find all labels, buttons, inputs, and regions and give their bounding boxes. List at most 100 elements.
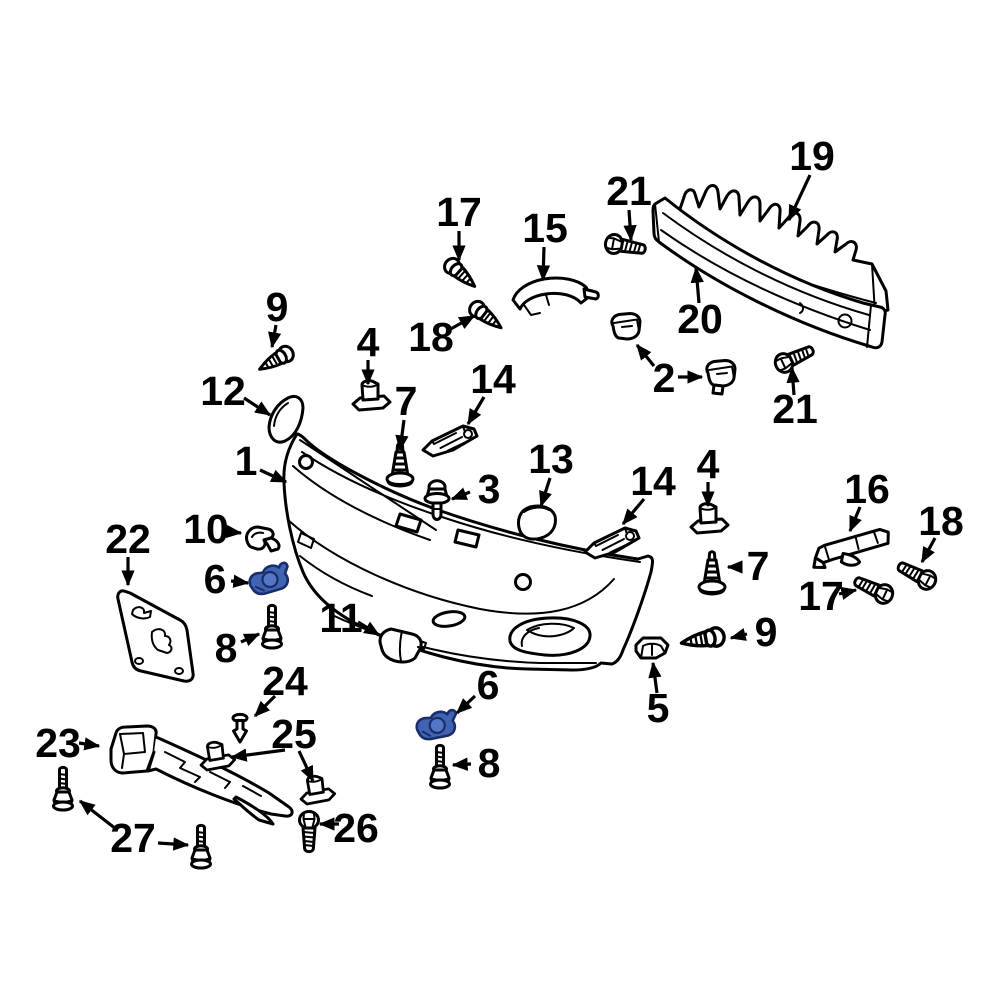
part-15-bracket <box>511 276 600 316</box>
part-11-cover <box>378 627 427 664</box>
part-17-bolt <box>849 570 898 608</box>
arrow-8-left <box>240 632 261 647</box>
arrow-6-left <box>230 574 250 588</box>
callout-26: 26 <box>333 805 379 851</box>
part-9-screw <box>254 342 298 378</box>
arrow-23 <box>78 737 101 751</box>
part-27-screw <box>52 765 74 812</box>
part-18-bolt <box>893 555 941 594</box>
callout-23: 23 <box>35 720 81 766</box>
part-20-impact-bar <box>651 196 887 350</box>
part-13-cover <box>516 504 557 541</box>
callout-17-top: 17 <box>436 189 482 235</box>
arrow-7-left <box>395 419 409 452</box>
arrow-19 <box>787 174 812 222</box>
callout-5: 5 <box>647 685 670 731</box>
arrow-17-right <box>838 586 858 600</box>
arrow-12 <box>243 396 272 417</box>
callout-16: 16 <box>844 466 890 512</box>
callout-20: 20 <box>677 296 723 342</box>
arrow-9-right <box>729 627 748 641</box>
arrow-9-left <box>268 324 282 349</box>
part-7-grommet <box>385 442 415 488</box>
callout-10: 10 <box>183 506 229 552</box>
callout-2: 2 <box>653 355 676 401</box>
part-14-bracket <box>583 526 641 560</box>
part-21-bolt <box>602 231 649 261</box>
part-21-bolt <box>770 339 819 377</box>
callout-9-right: 9 <box>755 609 778 655</box>
callout-24: 24 <box>262 658 308 704</box>
arrow-13 <box>539 477 552 508</box>
callout-22: 22 <box>105 516 151 562</box>
part-16-bracket <box>812 527 890 569</box>
callout-4-left: 4 <box>357 319 380 365</box>
arrow-25-b <box>297 750 315 783</box>
arrow-1 <box>259 468 288 484</box>
callout-21-top: 21 <box>606 168 652 214</box>
part-24-rivet <box>231 712 249 744</box>
callout-7-right: 7 <box>747 543 770 589</box>
arrow-3 <box>450 487 471 501</box>
callout-3: 3 <box>478 466 501 512</box>
part-4-clip <box>351 379 392 412</box>
part-26-bolt <box>298 810 320 854</box>
callout-6-right: 6 <box>477 662 500 708</box>
part-7-grommet <box>697 550 727 596</box>
callout-11: 11 <box>319 595 362 641</box>
part-4-clip <box>689 502 730 535</box>
part-6-retainer-highlighted <box>414 705 458 743</box>
arrow-27-a <box>78 799 117 831</box>
arrow-27-b <box>157 837 190 851</box>
callout-7-left: 7 <box>395 378 418 424</box>
arrow-6-right <box>455 694 477 715</box>
arrow-21-top <box>623 209 637 242</box>
arrow-18-right <box>920 537 937 564</box>
part-2-retainer <box>705 359 737 396</box>
callout-15: 15 <box>522 205 568 251</box>
callout-8-left: 8 <box>215 625 238 671</box>
callout-19: 19 <box>789 133 835 179</box>
arrow-14-right <box>621 497 646 526</box>
part-17-screw <box>439 253 482 294</box>
arrow-11 <box>357 620 381 637</box>
part-5-clip <box>634 636 670 660</box>
part-22-license-plate-bracket <box>116 589 195 683</box>
part-27-screw <box>190 823 212 870</box>
part-8-screw <box>429 743 451 790</box>
arrow-5 <box>648 661 662 694</box>
arrow-18-top <box>446 314 476 333</box>
arrow-16 <box>848 506 862 533</box>
callout-12: 12 <box>200 368 246 414</box>
callout-6-left: 6 <box>204 556 227 602</box>
callout-18-right: 18 <box>918 498 964 544</box>
arrow-8-right <box>451 757 472 771</box>
part-12-cover <box>267 394 305 444</box>
callout-14-left: 14 <box>470 356 516 402</box>
callout-8-right: 8 <box>478 740 501 786</box>
callout-27: 27 <box>110 815 156 861</box>
part-14-bracket <box>421 424 479 458</box>
arrow-25-a <box>230 748 286 762</box>
callout-18-top: 18 <box>408 314 454 360</box>
callout-4-right: 4 <box>697 441 720 487</box>
callout-13: 13 <box>528 436 574 482</box>
callout-1: 1 <box>235 438 258 484</box>
callout-9-left: 9 <box>266 284 289 330</box>
callout-labels: 19 21 20 2 21 17 15 18 9 12 4 7 1 3 13 1… <box>35 133 964 861</box>
part-10-bracket <box>245 525 281 553</box>
part-25-clip <box>197 738 237 772</box>
callout-17-right: 17 <box>798 573 844 619</box>
arrow-20 <box>690 266 704 304</box>
callout-arrows <box>78 174 937 851</box>
part-1-bumper-cover <box>282 432 655 672</box>
arrow-15 <box>536 246 551 282</box>
part-2-retainer <box>610 312 642 341</box>
arrow-21-right <box>786 366 800 396</box>
arrow-10 <box>221 524 243 539</box>
arrow-14-left <box>466 396 486 426</box>
part-25-clip <box>297 772 337 806</box>
part-6-retainer-highlighted <box>248 561 290 596</box>
